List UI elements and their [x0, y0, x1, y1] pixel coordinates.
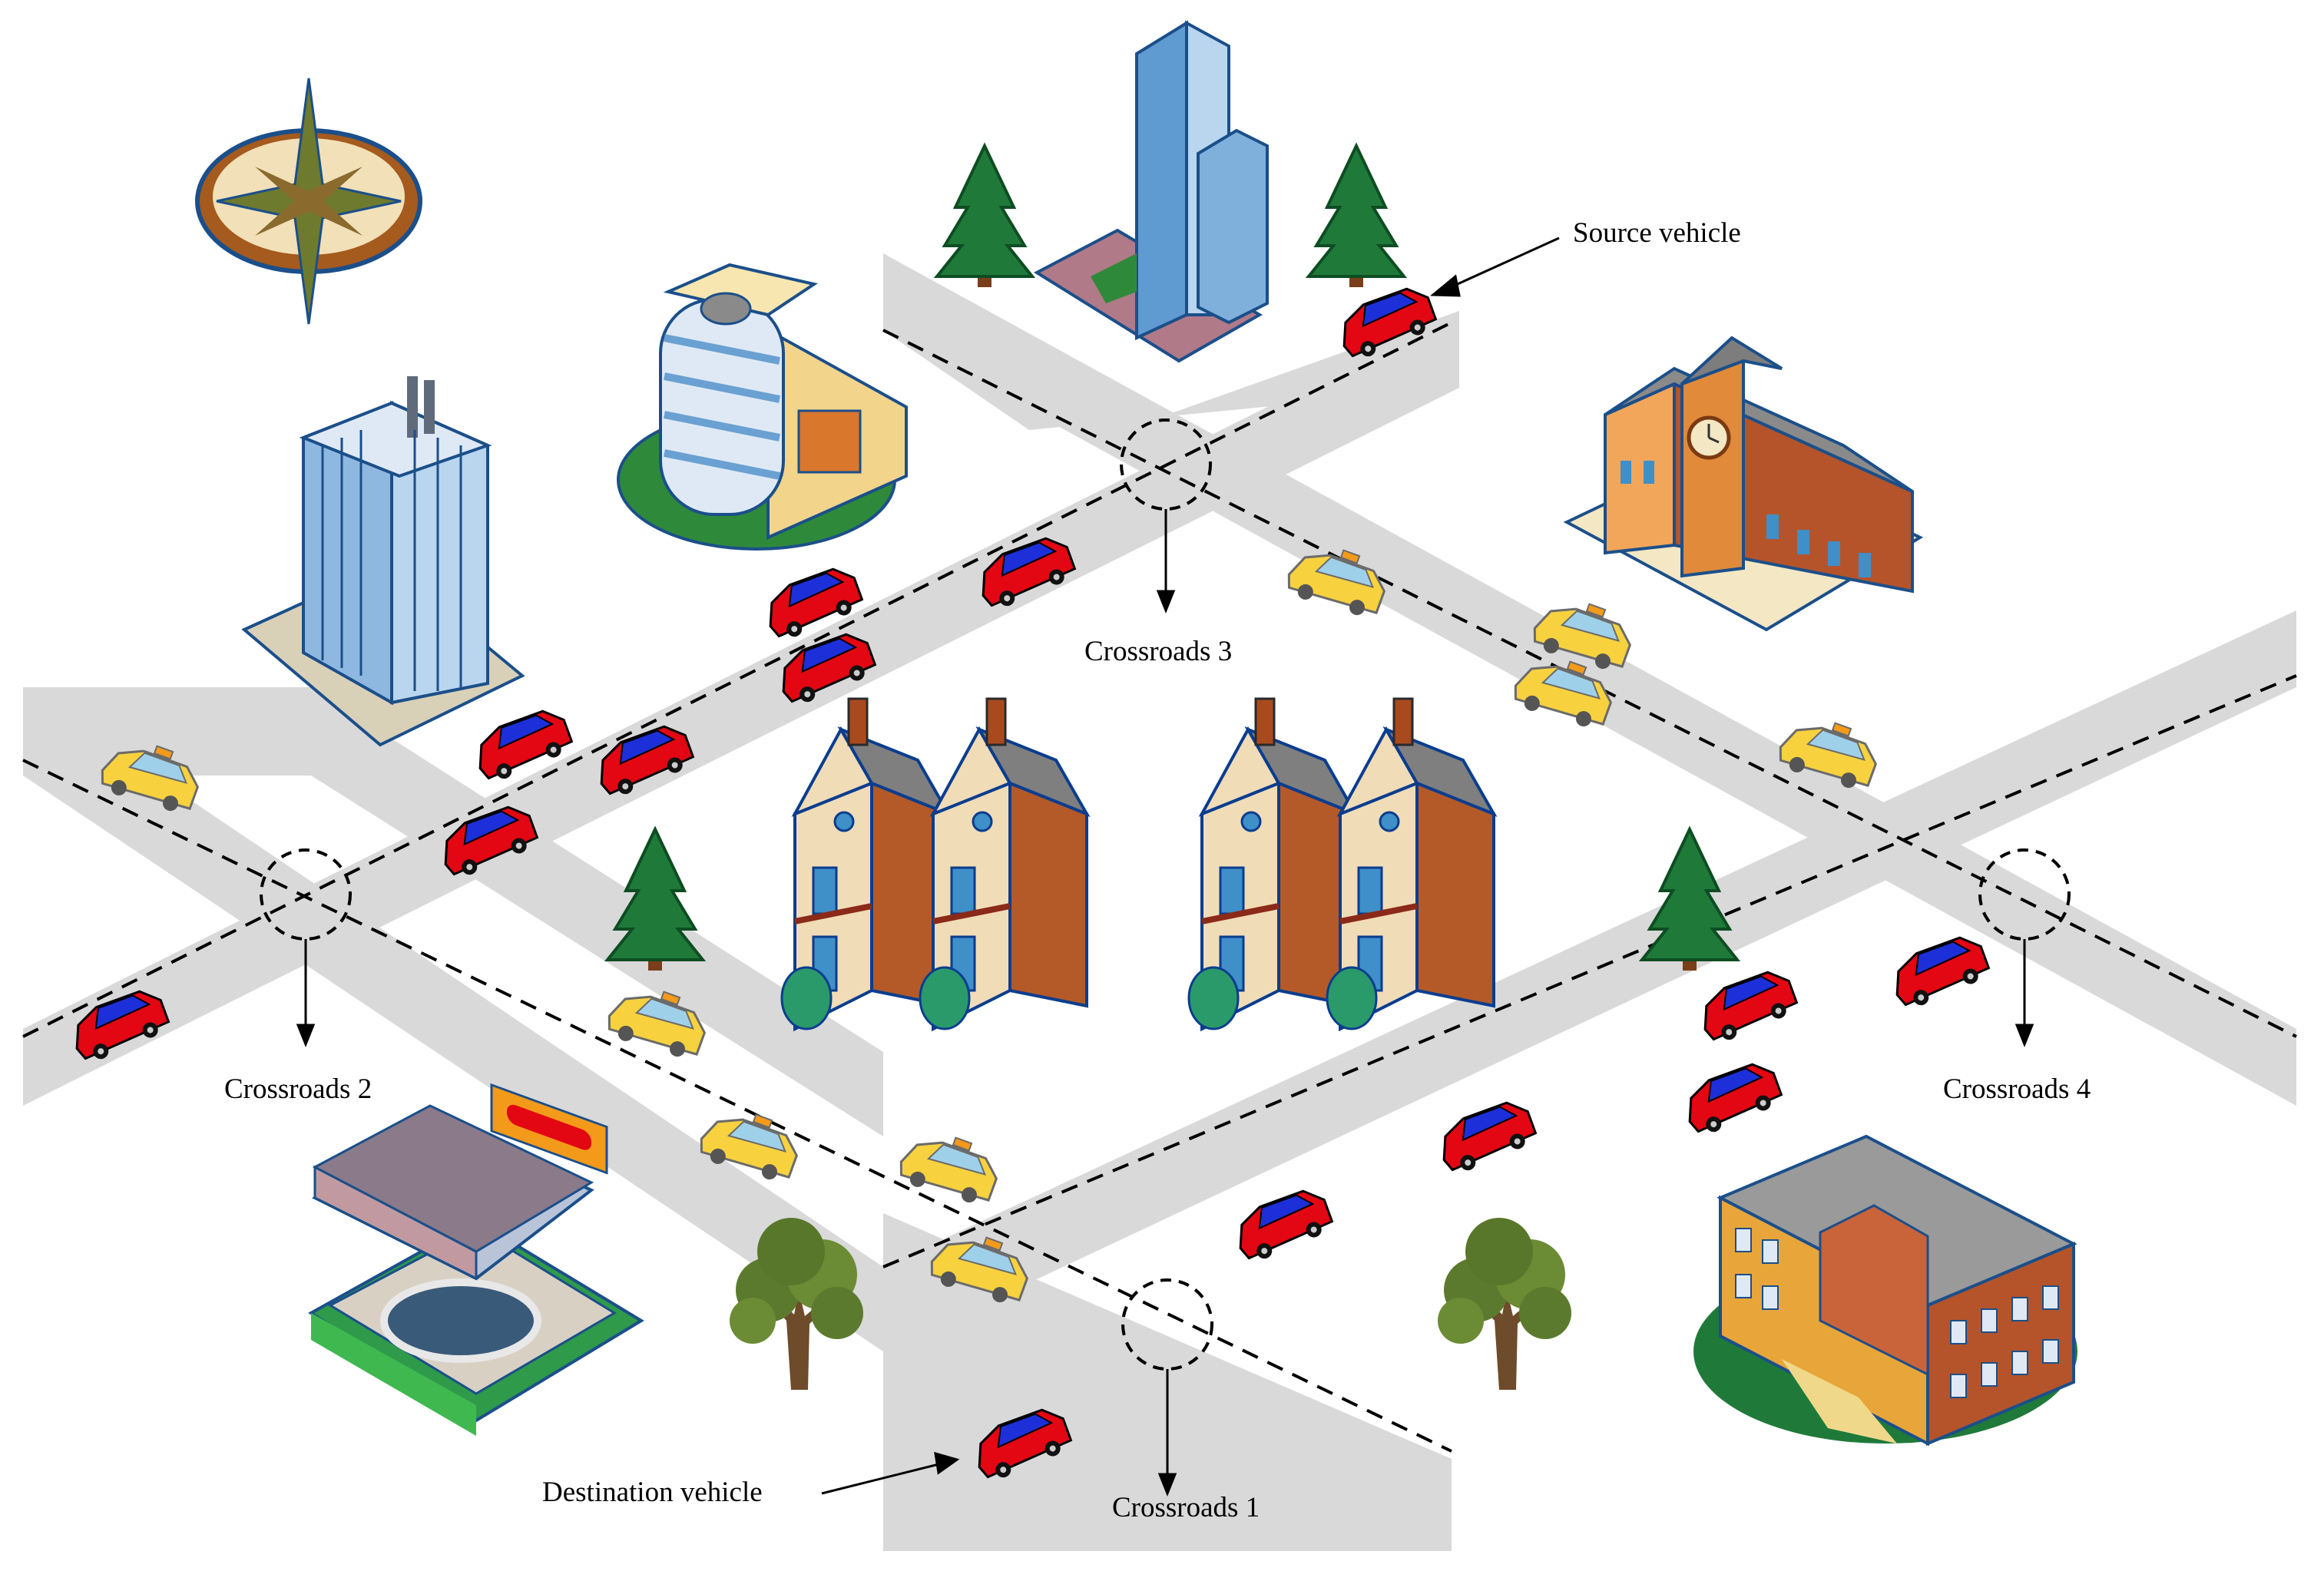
crossroads-3-label: Crossroads 3 [1084, 636, 1232, 667]
destination-vehicle-label: Destination vehicle [542, 1477, 763, 1508]
crossroads-2-circle [260, 848, 352, 941]
text-labels: Source vehicle Destination vehicle Cross… [224, 217, 2091, 1523]
crossroads-1-circle [1121, 1278, 1213, 1371]
skyscraper-building [1033, 20, 1269, 363]
crossroad-markers [260, 418, 2071, 1371]
crossroads-4-label: Crossroads 4 [1943, 1073, 2091, 1105]
annotations [296, 236, 2034, 1497]
compass-rose-icon [195, 78, 422, 325]
motel-building [308, 1083, 644, 1436]
source-vehicle-label: Source vehicle [1573, 217, 1741, 249]
school-building [1693, 1134, 2077, 1447]
crossroads-3-circle [1120, 418, 1212, 511]
crossroads-2-label: Crossroads 2 [224, 1073, 372, 1105]
round-office-building [617, 263, 908, 551]
clock-tower-building [1563, 336, 1924, 632]
glass-office-tower [241, 376, 525, 747]
crossroads-1-label: Crossroads 1 [1112, 1492, 1260, 1523]
crossroads-4-circle [1978, 848, 2071, 941]
